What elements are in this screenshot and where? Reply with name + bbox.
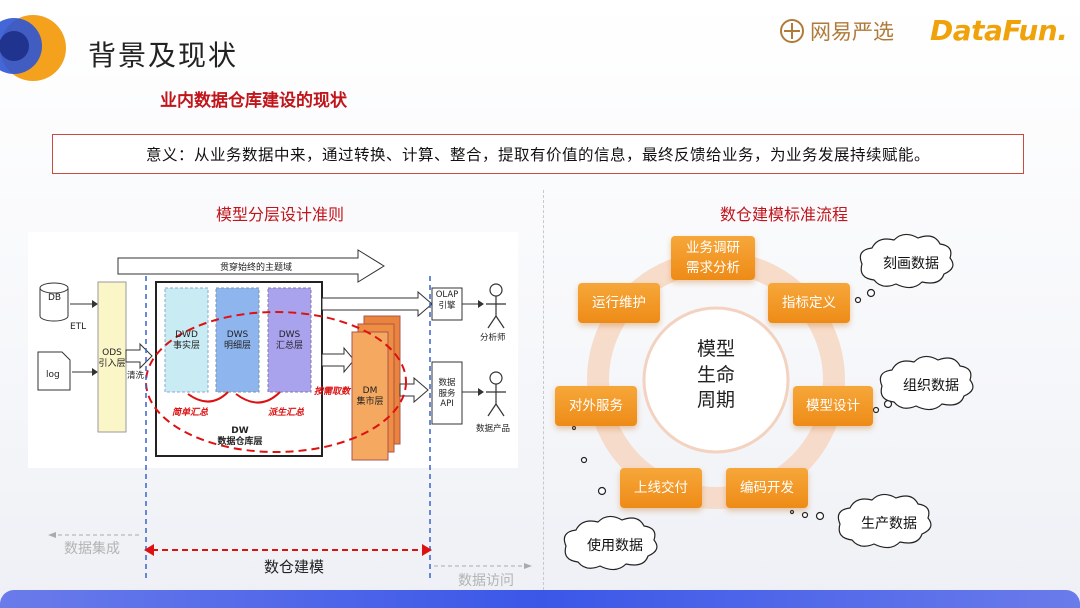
lifecycle-diagram <box>563 233 974 571</box>
dwd-box <box>164 287 209 393</box>
right-section-title: 数仓建模标准流程 <box>720 205 849 224</box>
step-coding-development: 编码开发 <box>726 468 808 508</box>
dm-label: DM 集市层 <box>356 386 384 408</box>
ods-box <box>97 281 127 433</box>
dws-detail-label: DWS 明细层 <box>223 330 251 352</box>
step-external-service: 对外服务 <box>555 386 637 426</box>
dws-summary-label: DWS 汇总层 <box>275 330 303 352</box>
dw-to-olap-arrow <box>321 290 433 318</box>
cloud-use-label: 使用数据 <box>587 538 643 554</box>
derived-sum-label: 派生汇总 <box>268 408 305 418</box>
step-operation-maintenance: 运行维护 <box>578 283 660 323</box>
dm-box-front <box>351 331 389 461</box>
derived-sum-arrow <box>235 391 281 404</box>
modeling-focus-ellipse <box>145 311 407 453</box>
netease-brand-text: 网易严选 <box>810 20 894 44</box>
cloud-produce <box>837 493 932 549</box>
product-label: 数据产品 <box>476 424 511 434</box>
dws-summary-box <box>267 287 312 393</box>
datafun-logo: DataFun. <box>930 14 1068 47</box>
cloud-organize <box>879 355 974 411</box>
dw-to-dm-arrow <box>321 346 355 374</box>
netease-mark-icon <box>780 19 804 43</box>
lifecycle-center-circle <box>642 306 790 454</box>
cloud-use <box>563 515 658 571</box>
layer-design-diagram <box>28 232 532 582</box>
lifecycle-center-text: 模型 生命 周期 <box>696 338 735 412</box>
log-label: log <box>46 370 60 380</box>
step-business-research: 业务调研 需求分析 <box>671 236 755 280</box>
cloud-describe-label: 刻画数据 <box>883 256 939 272</box>
dwd-label: DWD 事实层 <box>172 330 200 352</box>
simple-sum-arrow <box>187 391 229 403</box>
cloud-organize-label: 组织数据 <box>903 378 959 394</box>
analyst-label: 分析师 <box>480 333 506 343</box>
clean-label: 清洗 <box>127 371 145 381</box>
section-divider <box>543 190 544 590</box>
bottom-accent-bar <box>0 590 1080 608</box>
api-label: 数据 服务 API <box>438 378 456 410</box>
page-subtitle: 业内数据仓库建设的现状 <box>160 91 347 111</box>
olap-box <box>431 287 463 321</box>
left-section-title: 模型分层设计准则 <box>216 205 345 224</box>
netease-logo: 网易严选 <box>780 16 894 46</box>
meaning-box: 意义：从业务数据中来，通过转换、计算、整合，提取有价值的信息，最终反馈给业务，为… <box>52 134 1024 174</box>
on-demand-label: 按需取数 <box>314 387 351 397</box>
dw-label: DW 数据仓库层 <box>217 426 263 448</box>
decor-circles <box>0 15 66 81</box>
analyst-person-icon <box>486 283 506 329</box>
db-label: DB <box>48 293 62 303</box>
dws-detail-box <box>215 287 260 393</box>
step-model-design: 模型设计 <box>793 386 873 426</box>
cloud-produce-label: 生产数据 <box>861 516 917 532</box>
theme-domain-label: 贯穿始终的主题域 <box>220 263 293 273</box>
step-launch-delivery: 上线交付 <box>620 468 702 508</box>
etl-label: ETL <box>70 322 87 332</box>
step-metric-definition: 指标定义 <box>768 283 850 323</box>
simple-sum-label: 简单汇总 <box>172 408 209 418</box>
data-integration-label: 数据集成 <box>64 541 120 557</box>
data-modeling-label: 数仓建模 <box>264 558 325 576</box>
olap-label: OLAP 引擎 <box>435 290 459 311</box>
product-person-icon <box>486 371 506 417</box>
api-box <box>431 361 463 425</box>
data-access-label: 数据访问 <box>458 573 514 589</box>
ods-label: ODS 引入层 <box>98 348 126 370</box>
lifecycle-center-label: 模型 生命 周期 <box>668 337 764 414</box>
page-title: 背景及现状 <box>88 39 239 72</box>
db-cylinder-icon <box>39 282 69 322</box>
theme-domain-arrow <box>117 249 385 283</box>
cloud-describe <box>859 233 954 289</box>
log-document-icon <box>37 351 71 391</box>
